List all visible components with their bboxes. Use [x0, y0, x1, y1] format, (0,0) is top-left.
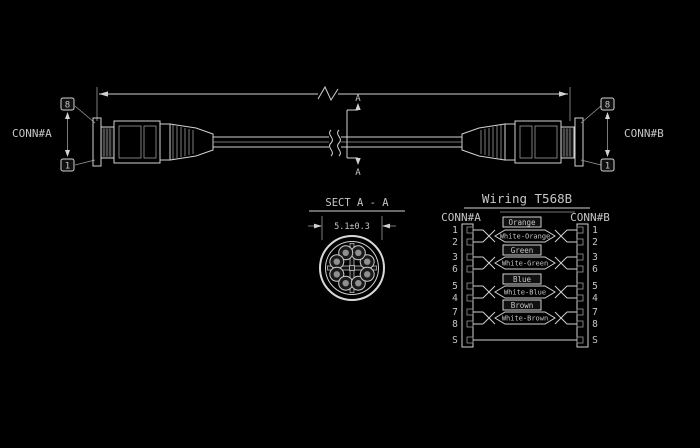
pin-right-1: 1 — [592, 225, 598, 236]
section-view: SECT A - A 5.1±0.3 — [308, 197, 405, 301]
pin-left-5: 5 — [452, 281, 458, 292]
pin-right-3: 3 — [592, 252, 598, 263]
conn-a-pin8-label: 8 — [65, 101, 70, 111]
pair1-solid-label: Orange — [508, 218, 536, 227]
pin-right-s: S — [592, 335, 598, 346]
pair3-stripe-label: White-Blue — [504, 289, 546, 297]
conn-b-boot — [461, 123, 506, 161]
conn-b-pin-callouts: 8 1 — [580, 97, 615, 172]
wire-pair-green: Green White-Green — [473, 244, 577, 270]
cable-shield-circle — [325, 241, 379, 295]
cable-run — [213, 129, 462, 157]
conn-b-pin8-label: 8 — [605, 101, 610, 111]
pair4-solid-label: Brown — [511, 301, 534, 310]
overall-dimension — [96, 85, 571, 121]
pin-contacts — [466, 226, 584, 344]
pin-right-2: 2 — [592, 237, 598, 248]
diameter-dimension: 5.1±0.3 — [308, 216, 396, 240]
pin-left-7: 7 — [452, 307, 458, 318]
conn-b-connector-drawing — [461, 117, 584, 167]
pin-right-7: 7 — [592, 307, 598, 318]
pin-left-6: 6 — [452, 264, 458, 275]
conn-a-pin1-label: 1 — [65, 162, 70, 172]
dimension-break-symbol — [317, 85, 339, 102]
section-marker-bottom-label: A — [355, 168, 361, 178]
pin-numbers-left: 1 2 3 6 5 4 7 8 S — [452, 225, 458, 346]
pin-right-4: 4 — [592, 293, 598, 304]
cable-jacket-circle — [319, 235, 385, 301]
cable-cross-section — [319, 235, 385, 301]
pin-left-2: 2 — [452, 237, 458, 248]
wire-pair-brown: Brown White-Brown — [473, 299, 577, 325]
wiring-title: Wiring T568B — [482, 191, 572, 206]
pair1-stripe-label: White-Orange — [500, 233, 551, 241]
pin-left-s: S — [452, 335, 458, 346]
conn-a-connector-drawing — [92, 117, 214, 167]
wiring-conn-a-bar — [461, 223, 474, 348]
wiring-diagram: Wiring T568B CONN#A CONN#B 1 2 3 6 5 4 — [441, 191, 610, 348]
pin-right-5: 5 — [592, 281, 598, 292]
diameter-dim-text: 5.1±0.3 — [334, 222, 370, 232]
pin-left-8: 8 — [452, 319, 458, 330]
section-cut-marker: A A — [346, 94, 361, 178]
wire-pair-blue: Blue White-Blue — [473, 273, 577, 299]
pin-right-8: 8 — [592, 319, 598, 330]
pin-numbers-right: 1 2 3 6 5 4 7 8 S — [592, 225, 598, 346]
pair2-solid-label: Green — [511, 246, 534, 255]
section-marker-top-label: A — [355, 94, 361, 104]
cable-break-left — [329, 129, 333, 157]
pin-left-4: 4 — [452, 293, 458, 304]
wiring-conn-b-bar — [576, 223, 589, 348]
wiring-conn-a-label: CONN#A — [441, 211, 481, 224]
pair3-solid-label: Blue — [513, 275, 532, 284]
conn-b-pin1-label: 1 — [605, 162, 610, 172]
wiring-conn-b-label: CONN#B — [570, 211, 610, 224]
assembly-view: CONN#A 8 1 — [12, 85, 664, 178]
conn-a-pin-callouts: 8 1 — [60, 97, 96, 172]
cable-break-right — [337, 129, 341, 157]
pair4-stripe-label: White-Brown — [502, 315, 548, 323]
wire-pair-orange: Orange White-Orange — [473, 216, 577, 243]
pin-left-3: 3 — [452, 252, 458, 263]
section-view-title: SECT A - A — [325, 197, 389, 209]
pair2-stripe-label: White-Green — [502, 260, 548, 268]
pin-right-6: 6 — [592, 264, 598, 275]
conn-a-label: CONN#A — [12, 127, 52, 140]
conn-a-boot — [169, 123, 214, 161]
conductors — [329, 245, 375, 291]
pin-left-1: 1 — [452, 225, 458, 236]
conn-b-label: CONN#B — [624, 127, 664, 140]
center-filler — [349, 265, 355, 271]
